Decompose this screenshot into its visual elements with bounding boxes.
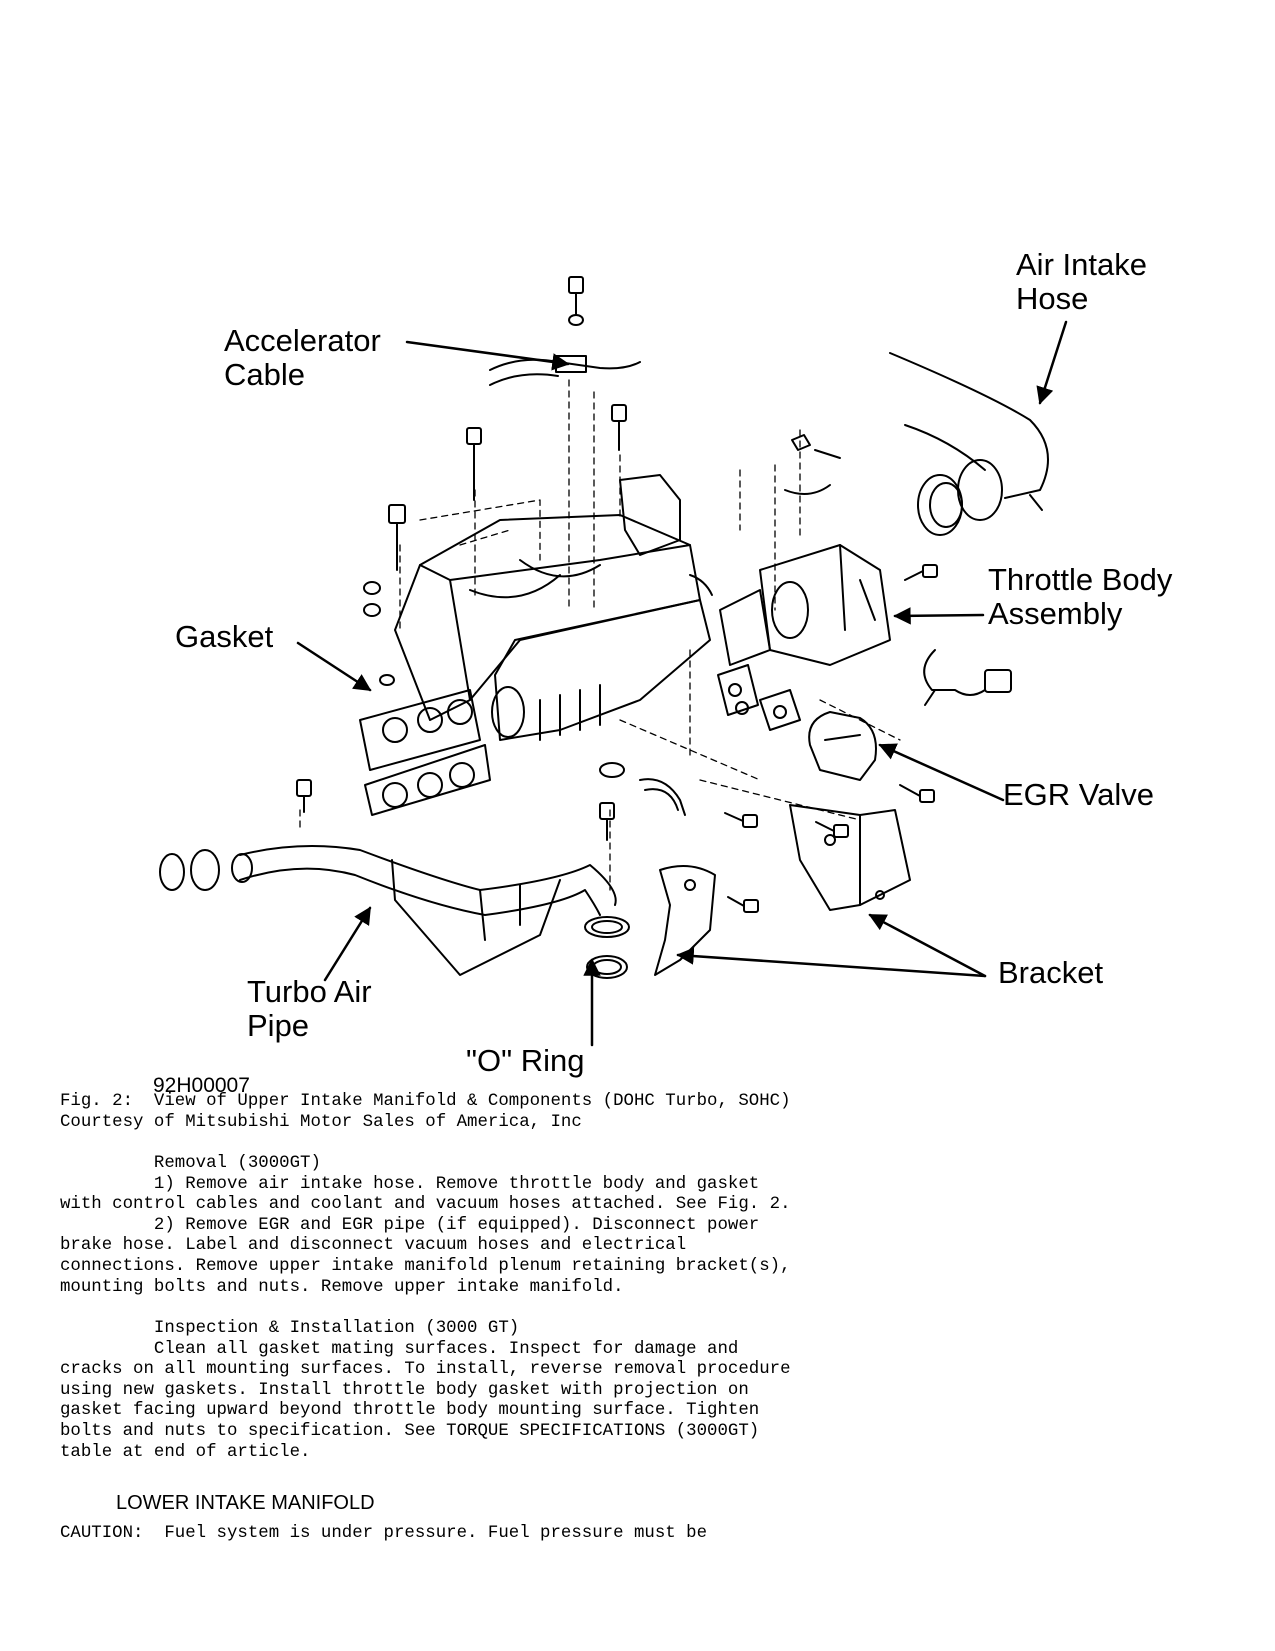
label-gasket: Gasket	[175, 619, 274, 654]
leader-arrows	[296, 320, 1068, 1047]
inspection-body: Clean all gasket mating surfaces. Inspec…	[60, 1339, 791, 1462]
caption-line-2: Courtesy of Mitsubishi Motor Sales of Am…	[60, 1112, 582, 1132]
manifold-plenum-part	[379, 514, 711, 741]
accelerator-cable-part	[489, 355, 641, 386]
section-heading: LOWER INTAKE MANIFOLD	[116, 1492, 375, 1514]
figure-number: 92H00007	[153, 1074, 250, 1097]
label-air-intake-hose: Air Intake Hose	[1016, 247, 1147, 316]
caution-text: CAUTION: Fuel system is under pressure. …	[60, 1524, 708, 1543]
caption-line-1: Fig. 2: View of Upper Intake Manifold & …	[60, 1092, 791, 1111]
turbo-air-pipe-part	[159, 845, 630, 979]
removal-body: 1) Remove air intake hose. Remove thrott…	[60, 1174, 791, 1297]
bolts	[296, 276, 938, 913]
removal-section: Removal (3000GT) 1) Remove air intake ho…	[60, 1154, 791, 1298]
removal-heading: Removal (3000GT)	[60, 1154, 321, 1173]
brackets-part	[654, 804, 911, 976]
intake-manifold-drawing	[159, 276, 1068, 1047]
exploded-view-figure: Air Intake Hose Accelerator Cable Thrott…	[153, 247, 1173, 1097]
label-turbo-air-pipe: Turbo Air Pipe	[247, 974, 372, 1043]
inspection-heading: Inspection & Installation (3000 GT)	[60, 1319, 520, 1338]
air-intake-hose-part	[784, 352, 1049, 536]
throttle-body-part	[619, 474, 891, 666]
label-egr-valve: EGR Valve	[1003, 777, 1155, 812]
egr-valve-part	[639, 711, 877, 816]
figure-caption: Fig. 2: View of Upper Intake Manifold & …	[60, 1092, 791, 1133]
label-o-ring: "O" Ring	[466, 1043, 585, 1078]
label-bracket: Bracket	[998, 955, 1104, 990]
inspection-section: Inspection & Installation (3000 GT) Clea…	[60, 1319, 791, 1463]
label-accelerator-cable: Accelerator Cable	[224, 323, 381, 392]
label-throttle-body: Throttle Body Assembly	[988, 562, 1173, 631]
gaskets-part	[359, 664, 801, 816]
sensor-part	[923, 649, 1012, 706]
